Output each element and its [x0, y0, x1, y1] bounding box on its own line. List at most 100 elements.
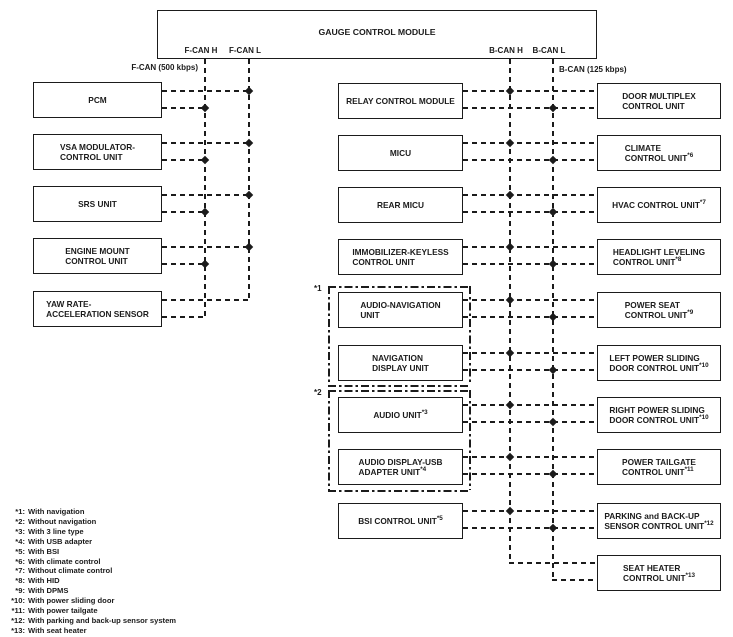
node-vsa-modulator-control-unit: VSA MODULATOR- CONTROL UNIT: [33, 134, 162, 170]
node-label-text: AUDIO UNIT: [373, 410, 422, 420]
footnote-ref: *10: [699, 414, 709, 422]
group-border-left: [328, 390, 330, 490]
footnote-text: With power tailgate: [28, 606, 98, 616]
footnote-ref: *11: [684, 466, 694, 474]
pin-label-f-can-h: F-CAN H: [184, 46, 218, 55]
group-border-bottom: [328, 490, 469, 492]
wire-to-b-can-l: [463, 211, 597, 213]
footnote-text: With BSI: [28, 546, 60, 556]
wire-to-b-can-l: [463, 527, 597, 529]
node-label: AUDIO DISPLAY-USB ADAPTER UNIT*4: [358, 457, 442, 477]
node-label-text: BSI CONTROL UNIT: [358, 516, 437, 526]
node-pcm: PCM: [33, 82, 162, 118]
node-label-text: HVAC CONTROL UNIT: [612, 200, 700, 210]
wire-to-f-can-l: [162, 90, 250, 92]
node-label: IMMOBILIZER-KEYLESS CONTROL UNIT: [352, 247, 448, 267]
node-climate-control-unit: CLIMATE CONTROL UNIT*6: [597, 135, 721, 171]
node-label-text: AUDIO-NAVIGATION UNIT: [360, 300, 441, 320]
footnote-mark: *9:: [15, 586, 25, 596]
wire-to-b-can-h: [463, 142, 597, 144]
node-label: CLIMATE CONTROL UNIT*6: [625, 143, 693, 163]
footnote-mark: *10:: [11, 596, 25, 606]
footnote-text: Without navigation: [28, 516, 97, 526]
node-label: REAR MICU: [377, 200, 424, 210]
node-label: RELAY CONTROL MODULE: [346, 96, 455, 106]
group-label: *2: [314, 388, 322, 397]
footnote-ref: *13: [685, 572, 695, 580]
bus-line-b-can-h: [509, 59, 511, 563]
node-label-text: YAW RATE- ACCELERATION SENSOR: [46, 299, 149, 319]
node-micu: MICU: [338, 135, 463, 171]
node-power-seat-control-unit: POWER SEAT CONTROL UNIT*9: [597, 292, 721, 328]
node-srs-unit: SRS UNIT: [33, 186, 162, 222]
wire-to-f-can-h: [162, 263, 206, 265]
wire-to-b-can-l: [463, 263, 597, 265]
group-label: *1: [314, 284, 322, 293]
node-label: SEAT HEATER CONTROL UNIT*13: [623, 563, 695, 583]
footnote-text: With navigation: [28, 507, 85, 516]
node-power-tailgate-control-unit: POWER TAILGATE CONTROL UNIT*11: [597, 449, 721, 485]
wire-to-f-can-h: [162, 107, 206, 109]
node-label-text: IMMOBILIZER-KEYLESS CONTROL UNIT: [352, 247, 449, 267]
node-label: POWER TAILGATE CONTROL UNIT*11: [622, 457, 696, 477]
node-right-power-sliding-door-control-unit: RIGHT POWER SLIDING DOOR CONTROL UNIT*10: [597, 397, 721, 433]
pin-label-b-can-h: B-CAN H: [489, 46, 523, 55]
footnote-ref: *7: [699, 199, 706, 207]
group-border-left: [328, 286, 330, 385]
node-label: PARKING and BACK-UP SENSOR CONTROL UNIT*…: [604, 511, 713, 531]
footnote-mark: *7:: [15, 566, 25, 576]
bus-line-f-can-h: [204, 59, 206, 317]
footnote-line: *11:With power tailgate: [4, 606, 176, 616]
node-label-text: RELAY CONTROL MODULE: [346, 96, 455, 106]
node-label-text: MICU: [389, 148, 412, 158]
footnotes-list: *1:With navigation*2:Without navigation *…: [4, 507, 176, 636]
node-label: VSA MODULATOR- CONTROL UNIT: [60, 142, 135, 162]
node-label-text: RIGHT POWER SLIDING DOOR CONTROL UNIT: [609, 405, 705, 425]
node-label-text: NAVIGATION DISPLAY UNIT: [372, 353, 429, 373]
node-label-text: REAR MICU: [376, 200, 424, 210]
footnote-line: *10:With power sliding door: [4, 596, 176, 606]
footnote-mark: *5:: [15, 546, 25, 556]
wire-to-b-can-l: [463, 316, 597, 318]
node-label-text: PCM: [88, 95, 107, 105]
footnote-text: With parking and back-up sensor system: [28, 615, 177, 625]
footnote-line: *2:Without navigation: [4, 517, 176, 527]
node-label: NAVIGATION DISPLAY UNIT: [372, 353, 429, 373]
node-label-text: CLIMATE CONTROL UNIT: [624, 143, 688, 163]
node-label: AUDIO UNIT*3: [373, 410, 427, 420]
footnote-text: With HID: [28, 576, 60, 586]
wire-to-f-can-h: [162, 159, 206, 161]
footnote-mark: *6:: [15, 556, 25, 566]
node-label: AUDIO-NAVIGATION UNIT: [360, 300, 440, 320]
node-label-text: DOOR MULTIPLEX CONTROL UNIT: [622, 91, 696, 111]
node-label-text: AUDIO DISPLAY-USB ADAPTER UNIT: [358, 457, 443, 477]
wire-to-b-can-h: [463, 246, 597, 248]
footnote-mark: *12:: [11, 615, 25, 625]
wire-to-f-can-h: [162, 211, 206, 213]
footnote-ref: *3: [421, 409, 428, 417]
footnote-line: *1:With navigation: [4, 507, 176, 517]
wire-to-f-can-l: [162, 299, 250, 301]
node-label: LEFT POWER SLIDING DOOR CONTROL UNIT*10: [609, 353, 708, 373]
footnote-ref: *5: [436, 515, 443, 523]
wire-to-b-can-h: [463, 90, 597, 92]
node-gauge-control-module: [157, 10, 597, 59]
footnote-mark: *13:: [11, 625, 25, 635]
node-label: DOOR MULTIPLEX CONTROL UNIT: [622, 91, 696, 111]
wire-to-f-can-h: [162, 316, 206, 318]
node-label-text: HEADLIGHT LEVELING CONTROL UNIT: [612, 247, 706, 267]
node-label: HEADLIGHT LEVELING CONTROL UNIT*8: [613, 247, 705, 267]
wire-to-b-can-l: [463, 369, 597, 371]
footnote-ref: *10: [699, 362, 709, 370]
node-seat-heater-control-unit: SEAT HEATER CONTROL UNIT*13: [597, 555, 721, 591]
node-yaw-rate-acceleration-sensor: YAW RATE- ACCELERATION SENSOR: [33, 291, 162, 327]
footnote-ref: *6: [687, 152, 694, 160]
group-border-top: [328, 286, 469, 288]
node-headlight-leveling-control-unit: HEADLIGHT LEVELING CONTROL UNIT*8: [597, 239, 721, 275]
footnote-text: With power sliding door: [28, 596, 115, 606]
wire-to-b-can-h: [463, 194, 597, 196]
node-label-text: ENGINE MOUNT CONTROL UNIT: [65, 246, 130, 266]
footnote-text: With USB adapter: [28, 536, 93, 546]
node-label: YAW RATE- ACCELERATION SENSOR: [46, 299, 149, 319]
